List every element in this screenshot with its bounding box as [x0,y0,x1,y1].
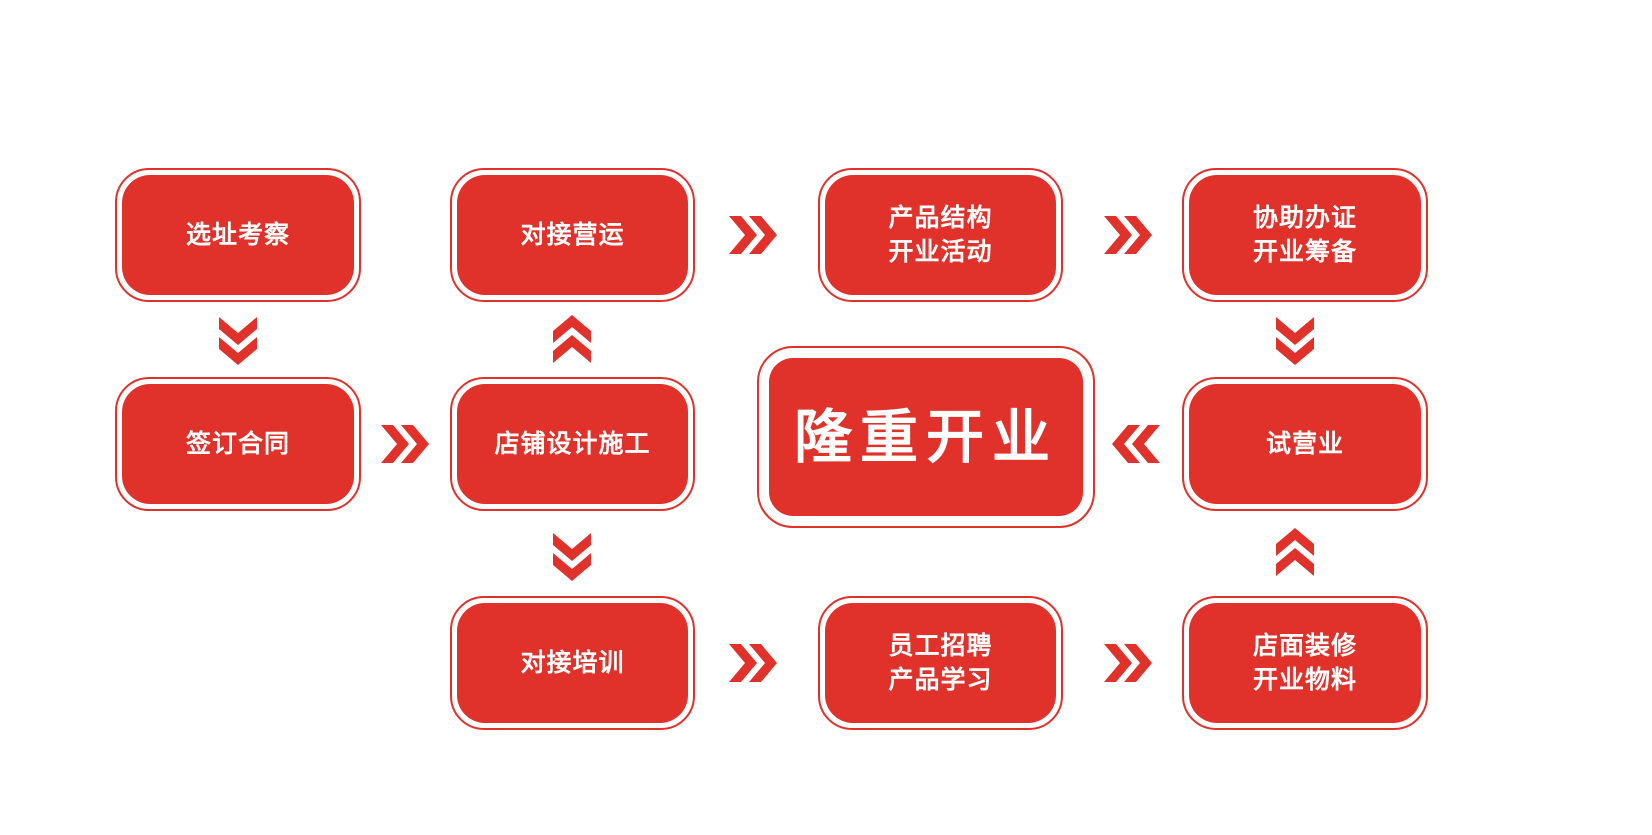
step-label: 开业物料 [1252,665,1357,694]
step-staff: 员工招聘产品学习 [818,596,1063,730]
step-design: 店铺设计施工 [450,377,695,511]
chevron-right-icon [729,644,777,682]
step-label: 员工招聘 [888,631,993,660]
center-grand-opening: 隆重开业 [757,346,1095,528]
step-label: 签订合同 [185,429,290,458]
step-label: 开业活动 [888,237,993,266]
step-label: 协助办证 [1252,203,1357,232]
chevron-left-icon [1112,425,1160,463]
chevron-right-icon [1104,644,1152,682]
chevron-up-icon [1276,528,1314,576]
step-contract: 签订合同 [115,377,361,511]
step-label: 店铺设计施工 [494,429,651,458]
chevron-down-icon [553,533,591,581]
step-label: 店面装修 [1252,631,1357,660]
center-label: 隆重开业 [793,403,1058,471]
step-label: 试营业 [1265,429,1344,458]
step-product: 产品结构开业活动 [818,168,1063,302]
step-training: 对接培训 [450,596,695,730]
step-label: 开业筹备 [1252,237,1357,266]
step-label: 对接培训 [520,648,625,677]
chevron-down-icon [219,317,257,365]
step-trial: 试营业 [1182,377,1428,511]
chevron-right-icon [381,425,429,463]
step-label: 选址考察 [185,220,290,249]
chevron-right-icon [1104,216,1152,254]
chevron-down-icon [1276,317,1314,365]
step-label: 产品学习 [888,665,993,694]
step-site-survey: 选址考察 [115,168,361,302]
step-license: 协助办证开业筹备 [1182,168,1428,302]
step-label: 产品结构 [888,203,993,232]
chevron-up-icon [553,315,591,363]
step-decor: 店面装修开业物料 [1182,596,1428,730]
chevron-right-icon [729,216,777,254]
step-label: 对接营运 [520,220,625,249]
step-operations: 对接营运 [450,168,695,302]
